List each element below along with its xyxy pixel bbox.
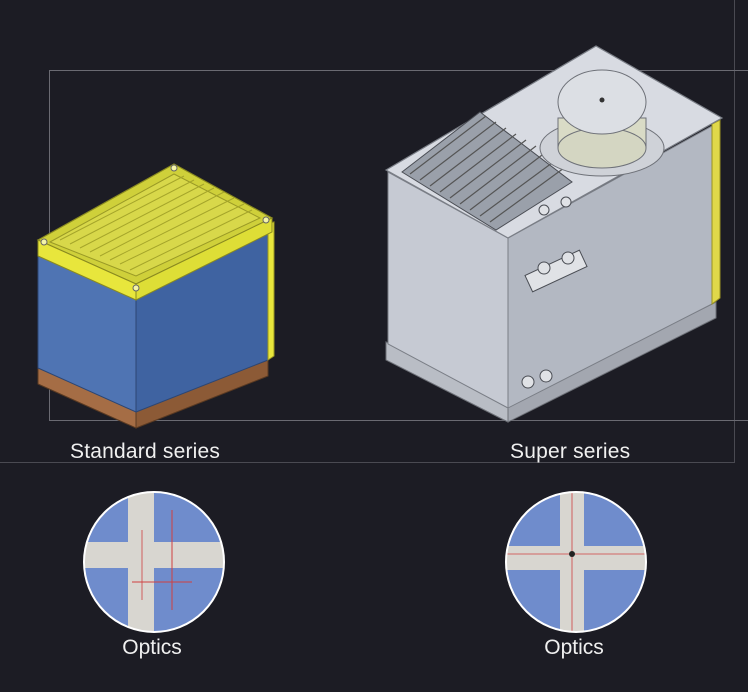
super-optics-label: Optics — [544, 636, 604, 659]
super-series-product-image — [380, 42, 726, 430]
standard-series-product-image — [36, 160, 276, 432]
standard-optics-label: Optics — [122, 636, 182, 659]
super-optics-image — [504, 490, 648, 639]
standard-series-caption: Standard series — [70, 440, 221, 463]
outer-frame — [0, 0, 735, 463]
super-series-caption: Super series — [510, 440, 631, 463]
standard-optics-image — [82, 490, 226, 639]
